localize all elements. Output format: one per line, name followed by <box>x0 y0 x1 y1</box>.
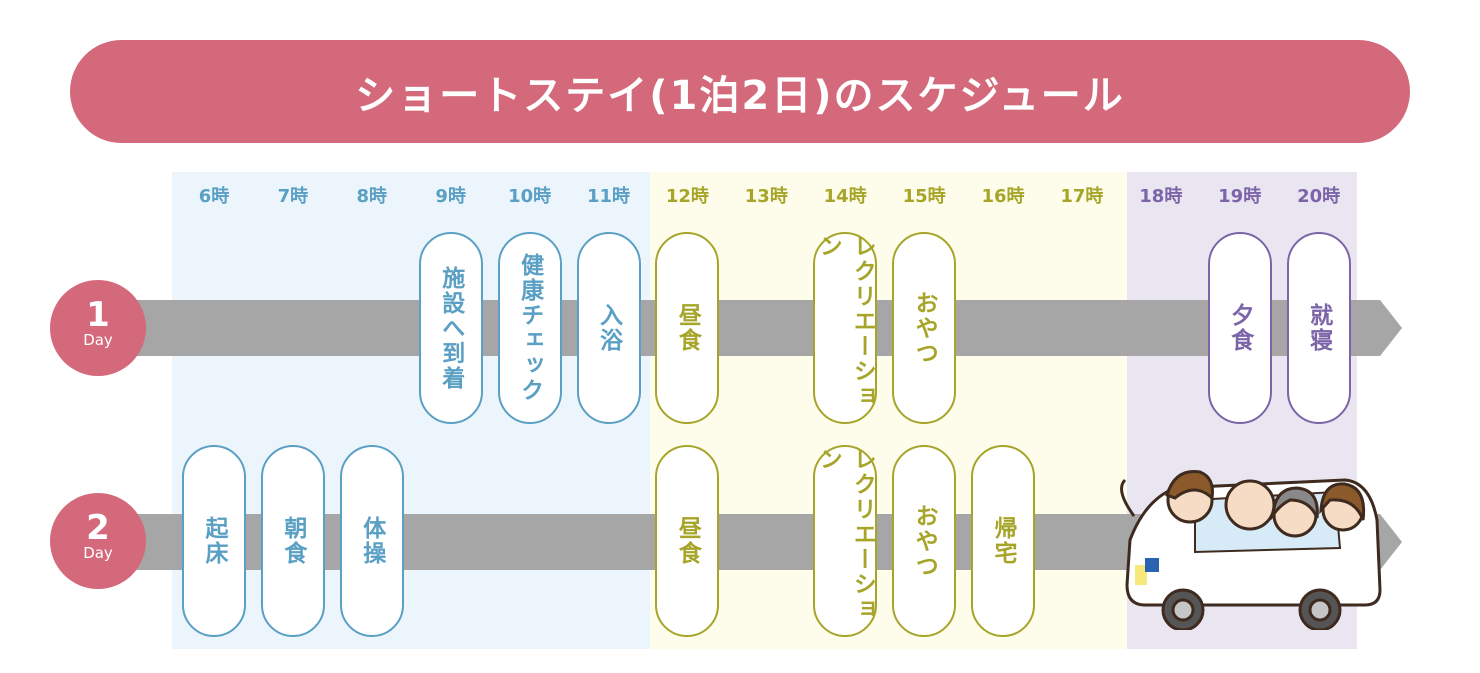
event-label: 昼食 <box>674 516 701 566</box>
page-title: ショートステイ(1泊2日)のスケジュール <box>70 40 1410 143</box>
hour-label: 8時 <box>356 186 388 207</box>
hour-label: 20時 <box>1297 186 1341 207</box>
event-label: 起床 <box>201 516 227 566</box>
day2-event-pill: 体操 <box>339 445 404 637</box>
hour-label: 19時 <box>1218 186 1262 207</box>
event-label: 健康チェック <box>516 253 543 403</box>
hour-label: 10時 <box>508 186 552 207</box>
event-label: 入浴 <box>595 303 622 353</box>
day2-event-pill: 朝食 <box>260 445 325 637</box>
day1-event-pill: おやつ <box>892 232 957 424</box>
day2-event-pill: 帰宅 <box>971 445 1035 637</box>
van-illustration <box>1120 469 1382 630</box>
day2-label: Day <box>83 544 113 562</box>
day1-timeline-bar <box>100 300 1380 356</box>
hour-label: 6時 <box>198 186 230 207</box>
event-label: レクリエーション <box>815 234 876 409</box>
event-label: おやつ <box>911 503 938 579</box>
day1-arrow-tip <box>1380 300 1402 356</box>
day1-event-pill: 昼食 <box>655 232 720 424</box>
event-label: 昼食 <box>674 303 701 353</box>
event-label: おやつ <box>911 290 938 366</box>
afternoon-band <box>650 172 1127 649</box>
day1-event-pill: 就寝 <box>1286 232 1351 424</box>
hour-label: 16時 <box>981 186 1025 207</box>
day1-event-pill: 夕食 <box>1207 232 1272 424</box>
day2-event-pill: 起床 <box>182 445 246 637</box>
day2-event-pill: レクリエーション <box>813 445 878 637</box>
day1-event-pill: 施設へ到着 <box>418 232 483 424</box>
event-label: 就寝 <box>1305 303 1332 353</box>
day2-number: 2 <box>86 508 110 548</box>
event-label: 施設へ到着 <box>437 265 464 391</box>
day2-badge: 2 Day <box>50 493 146 589</box>
day1-number: 1 <box>86 295 110 335</box>
hour-label: 9時 <box>435 186 466 207</box>
hour-label: 15時 <box>902 186 946 207</box>
event-label: レクリエーション <box>815 447 876 622</box>
hour-label: 13時 <box>744 186 788 207</box>
hour-label: 7時 <box>277 186 309 207</box>
event-label: 体操 <box>358 516 385 566</box>
hour-label: 14時 <box>823 186 867 207</box>
day2-arrow-tip <box>1380 514 1402 570</box>
hour-label: 12時 <box>665 186 709 207</box>
hour-label: 17時 <box>1060 186 1104 207</box>
day2-event-pill: 昼食 <box>655 445 720 637</box>
day1-event-pill: 健康チェック <box>497 232 562 424</box>
day1-event-pill: 入浴 <box>576 232 641 424</box>
hour-label: 11時 <box>586 186 631 207</box>
event-label: 帰宅 <box>990 516 1016 566</box>
day1-badge: 1 Day <box>50 280 146 376</box>
day1-label: Day <box>83 331 113 349</box>
event-label: 夕食 <box>1226 303 1253 353</box>
hour-label: 18時 <box>1139 186 1183 207</box>
day2-event-pill: おやつ <box>892 445 957 637</box>
event-label: 朝食 <box>279 516 306 566</box>
day1-event-pill: レクリエーション <box>813 232 878 424</box>
